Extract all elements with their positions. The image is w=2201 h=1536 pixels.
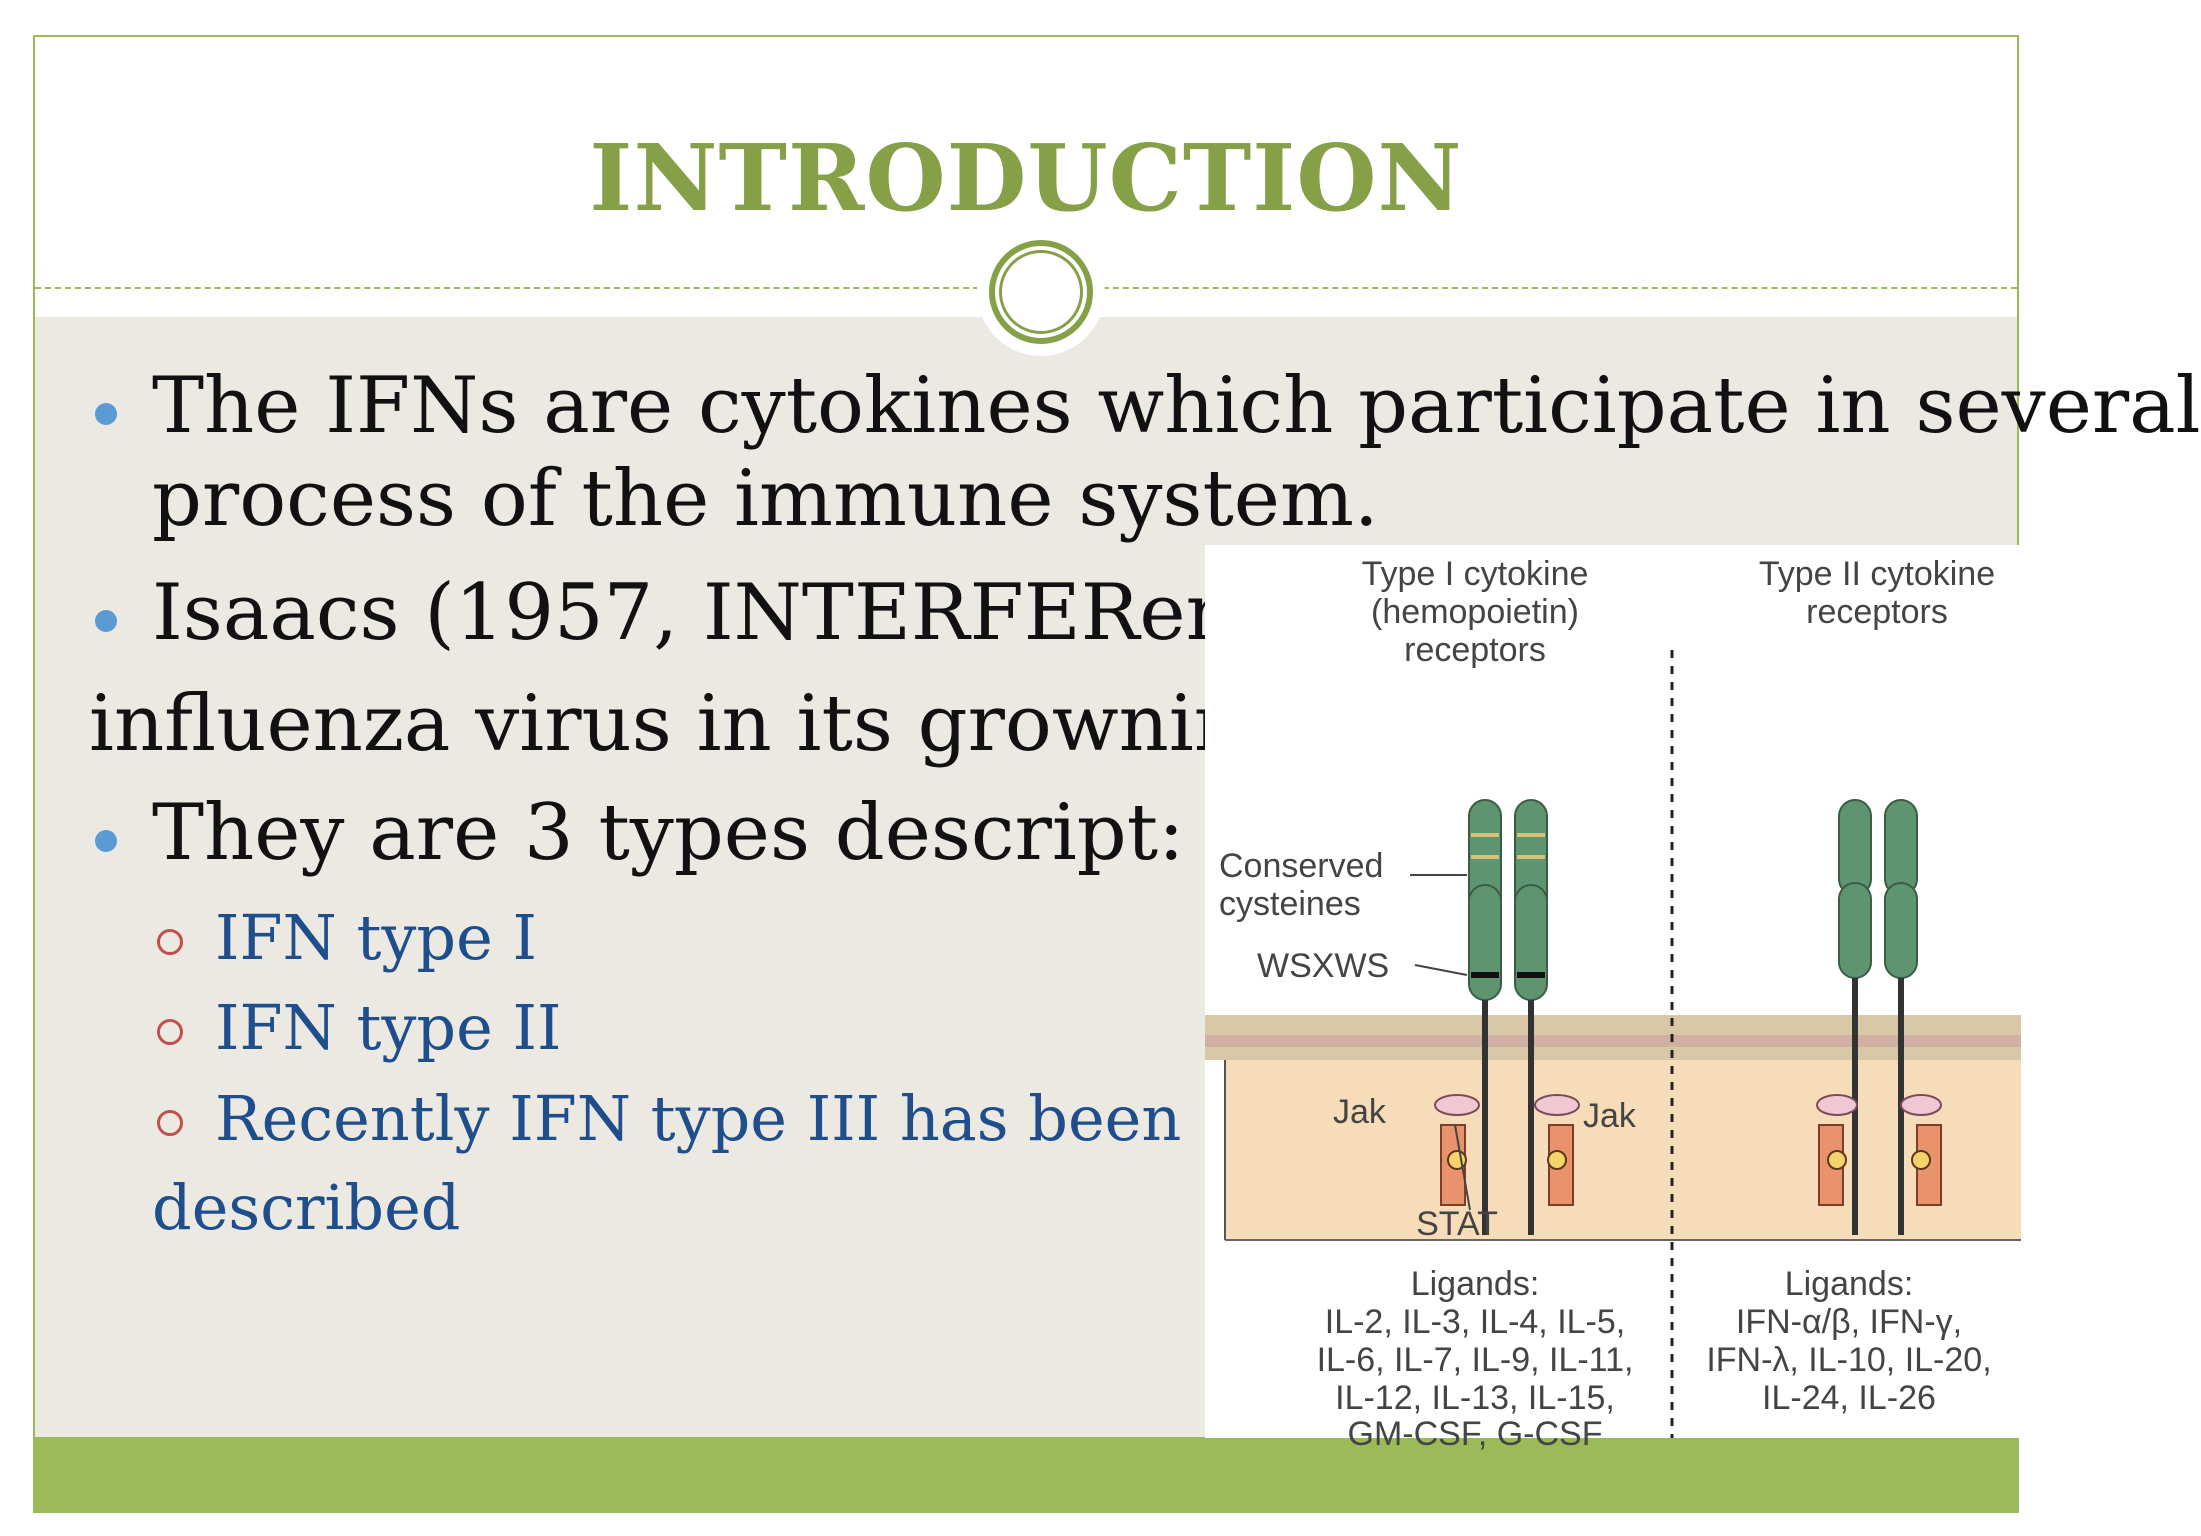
bullet-dot (95, 403, 117, 425)
sub-bullet-1: IFN type I (215, 901, 537, 974)
receptor-diagram: Type I cytokine (hemopoietin) receptors … (1205, 555, 2021, 1453)
type2-receptor-left (1838, 799, 1872, 1235)
ligands-left-line-4: IL-12, IL-13, IL-15, (1335, 1379, 1615, 1417)
ligands-right-line-4: IL-24, IL-26 (1762, 1379, 1936, 1417)
stat-pointer-left (1454, 1124, 1471, 1211)
bullet-list: The IFNs are cytokines which participate… (35, 37, 2201, 1511)
type1-receptor-left (1468, 799, 1502, 1235)
ligands-left-line-5: GM-CSF, G-CSF (1348, 1415, 1603, 1453)
slide-title: INTRODUCTION (589, 124, 1463, 232)
sub-bullet-ring (157, 1019, 183, 1045)
type1-header-line-2: (hemopoietin) (1371, 593, 1579, 631)
jak-left-shape (1434, 1094, 1480, 1116)
bullet-dot (95, 610, 117, 632)
ligands-left-line-3: IL-6, IL-7, IL-9, IL-11, (1317, 1341, 1634, 1379)
wsxws-pointer (1414, 964, 1468, 976)
sub-bullet-ring (157, 929, 183, 955)
sub-bullet-ring (157, 1110, 183, 1136)
conserved-label-line-2: cysteines (1219, 885, 1361, 923)
ligands-left-line-1: Ligands: (1411, 1265, 1540, 1303)
sub-bullet-2: IFN type II (215, 991, 562, 1064)
cytoplasm-region (1225, 1060, 2021, 1240)
ligands-left-line-2: IL-2, IL-3, IL-4, IL-5, (1325, 1303, 1625, 1341)
ligands-right-line-2: IFN-α/β, IFN-γ, (1736, 1303, 1962, 1341)
jak-right-shape (1534, 1094, 1580, 1116)
jak-right-label: Jak (1583, 1097, 1637, 1135)
slide-footer-bar (35, 1437, 2017, 1513)
bullet-1-line-1: The IFNs are cytokines which participate… (152, 361, 2201, 451)
ligands-right-line-3: IFN-λ, IL-10, IL-20, (1706, 1341, 1991, 1379)
type1-header-line-1: Type I cytokine (1362, 555, 1589, 593)
type1-receptor-right (1514, 799, 1548, 1235)
type2-header-line-1: Type II cytokine (1759, 555, 1995, 593)
type2-header-line-2: receptors (1806, 593, 1948, 631)
membrane-stripe (1205, 1035, 2021, 1047)
divider-ornament-inner-ring (999, 250, 1083, 334)
jak-left-label: Jak (1333, 1093, 1387, 1131)
sub-bullet-3: Recently IFN type III has been (215, 1082, 1182, 1155)
bullet-3-line-1: They are 3 types descript: (152, 788, 1185, 878)
sub-bullet-3-continued: described (152, 1171, 461, 1244)
stat-label: STAT (1416, 1205, 1498, 1243)
cytokine-receptor-figure: Type I cytokine (hemopoietin) receptors … (1205, 545, 2021, 1453)
conserved-label-line-1: Conserved (1219, 847, 1383, 885)
wsxws-label: WSXWS (1257, 947, 1389, 985)
slide: INTRODUCTION The IFNs are cytokines whic… (33, 35, 2201, 1513)
bullet-2-line-1: Isaacs (1957, INTERFERence (152, 568, 1326, 658)
bullet-1-line-2: process of the immune system. (152, 454, 1379, 544)
bullet-2-line-2: influenza virus in its growning) (89, 679, 1325, 769)
type1-header-line-3: receptors (1404, 631, 1546, 669)
bullet-dot (95, 830, 117, 852)
ligands-right-line-1: Ligands: (1785, 1265, 1914, 1303)
